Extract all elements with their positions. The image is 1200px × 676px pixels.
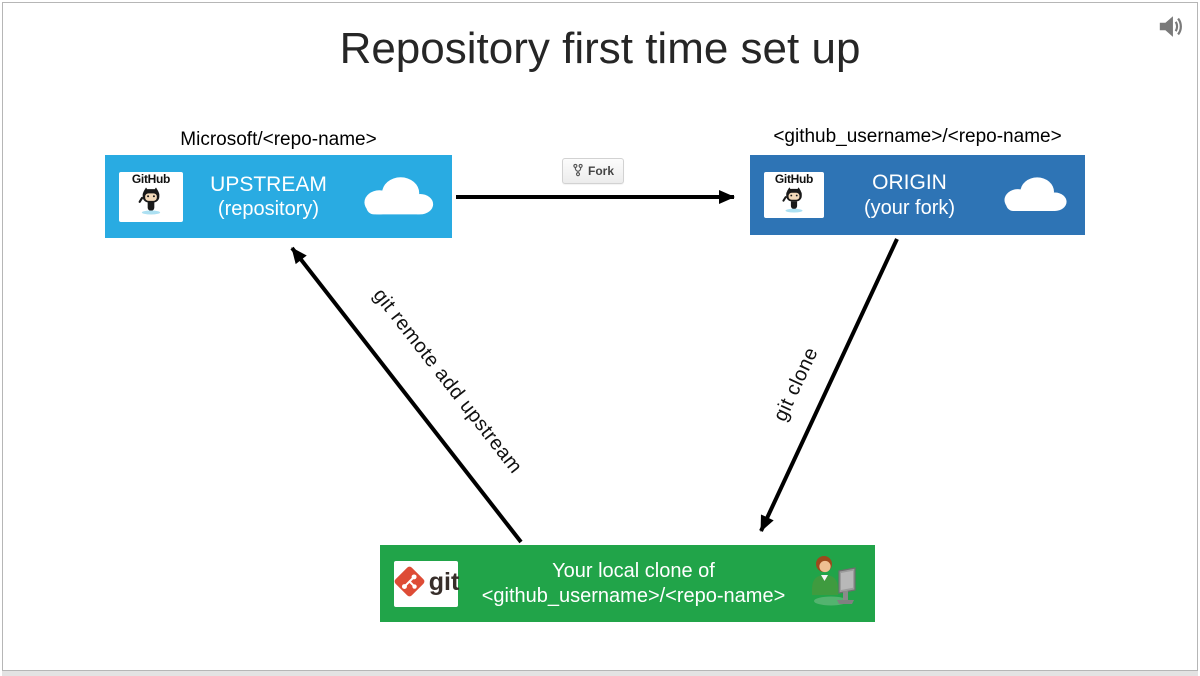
- origin-name: ORIGIN: [872, 171, 947, 194]
- upstream-box: GitHub UPSTREAM (repository): [105, 155, 452, 238]
- local-clone-box: git Your local clone of <github_username…: [380, 545, 875, 622]
- fork-button-label: Fork: [588, 164, 615, 178]
- fork-icon: [572, 163, 584, 180]
- github-badge: GitHub: [119, 171, 183, 222]
- upstream-repo-label: Microsoft/<repo-name>: [180, 129, 377, 150]
- origin-repo-label: <github_username>/<repo-name>: [773, 126, 1062, 147]
- github-badge-label: GitHub: [774, 171, 814, 186]
- local-clone-line1: Your local clone of: [552, 560, 715, 583]
- git-logo-icon: [393, 565, 426, 603]
- slide-title: Repository first time set up: [339, 24, 861, 73]
- speaker-icon[interactable]: [1157, 13, 1187, 40]
- upstream-name: UPSTREAM: [210, 172, 327, 196]
- upstream-subtitle: (repository): [217, 198, 320, 221]
- fork-button[interactable]: Fork: [562, 158, 625, 184]
- git-logo-badge: git: [393, 560, 460, 607]
- local-clone-line2: <github_username>/<repo-name>: [481, 584, 786, 607]
- cloud-icon: [354, 168, 438, 225]
- origin-subtitle: (your fork): [863, 196, 956, 219]
- origin-box: GitHub ORIGIN (your fork): [750, 155, 1085, 235]
- git-badge-label: git: [428, 567, 460, 596]
- github-badge: GitHub: [764, 172, 824, 218]
- octocat-icon: [778, 185, 810, 218]
- cloud-icon: [995, 169, 1071, 221]
- user-at-computer-icon: [809, 553, 861, 614]
- github-badge-label: GitHub: [131, 172, 171, 186]
- slide-bottom-edge: [2, 671, 1198, 676]
- octocat-icon: [134, 185, 168, 220]
